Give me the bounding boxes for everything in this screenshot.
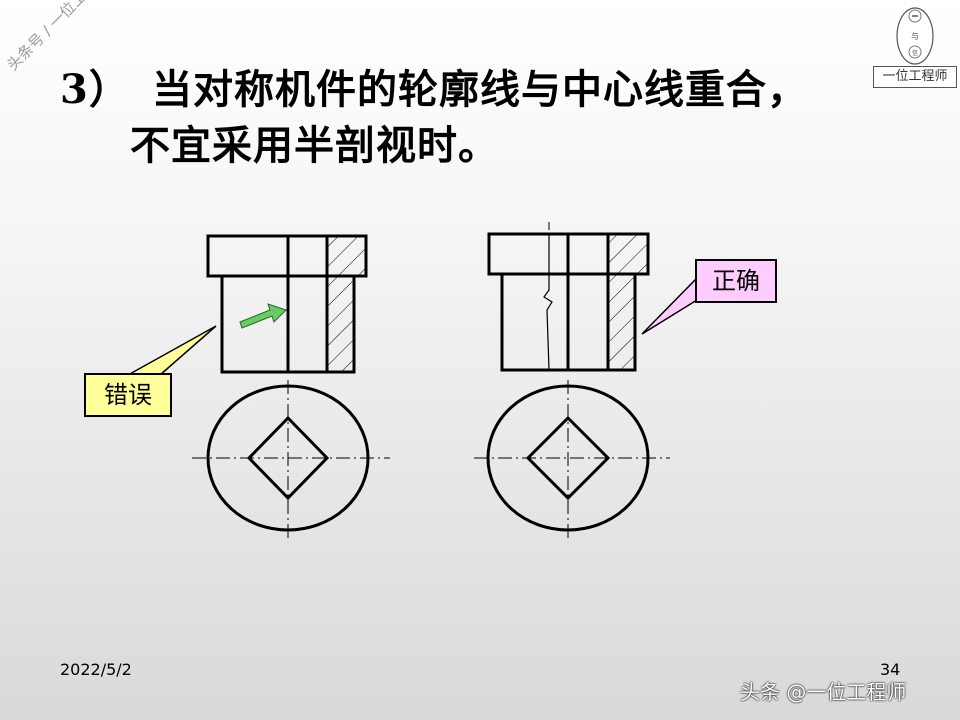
right-callout-pointer	[641, 276, 698, 335]
pointer-arrow-icon	[239, 303, 287, 329]
heading-text-line1: 当对称机件的轮廓线与中心线重合，	[152, 66, 808, 113]
callout-correct: 正确	[695, 259, 777, 303]
callout-wrong: 错误	[84, 373, 172, 417]
logo-caption: 一位工程师	[873, 66, 957, 88]
heading-number: 3）	[60, 66, 130, 113]
wrong-front-view	[206, 234, 368, 374]
slide-heading-line1: 3） 当对称机件的轮廓线与中心线重合，	[60, 62, 808, 118]
footer-date: 2022/5/2	[60, 660, 132, 679]
logo-seal: 与 信	[896, 7, 934, 65]
slide-heading-line2: 不宜采用半剖视时。	[130, 122, 499, 169]
footer-watermark: 头条 @一位工程师	[740, 680, 907, 704]
footer-page-number: 34	[880, 660, 901, 679]
svg-text:信: 信	[912, 49, 918, 57]
right-top-view	[474, 380, 670, 540]
wrong-top-view	[192, 380, 390, 540]
wrong-callout-pointer	[125, 325, 217, 376]
svg-text:与: 与	[911, 32, 919, 41]
right-front-view	[487, 222, 650, 372]
